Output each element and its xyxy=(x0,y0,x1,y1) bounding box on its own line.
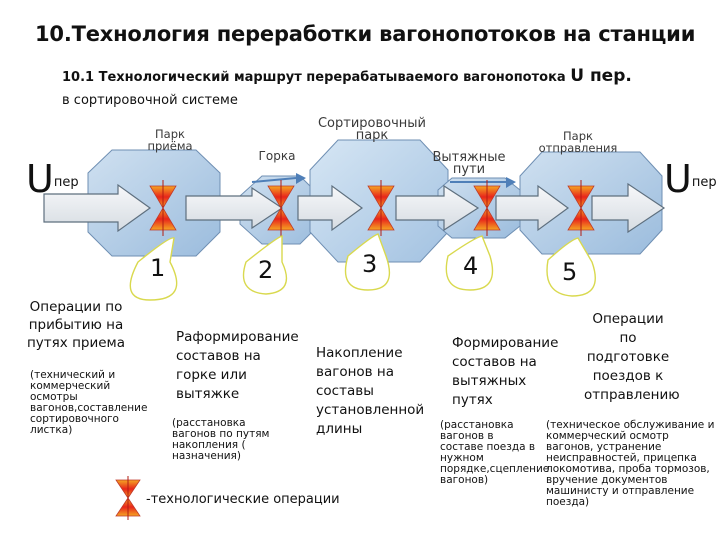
subtitle-text: 10.1 Технологический маршрут перерабатыв… xyxy=(62,70,566,85)
subtitle-line2: в сортировочной системе xyxy=(62,93,238,108)
step-number-5: 5 xyxy=(562,258,578,286)
step-5-note: (техническое обслуживание и коммерческий… xyxy=(546,419,715,508)
label-arrival-park: Парк приёма xyxy=(147,127,193,153)
callout-1 xyxy=(129,237,178,301)
step-4-title: Формирование составов на вытяжных путях xyxy=(452,335,559,408)
flow-start-symbol: U xyxy=(26,157,54,201)
step-number-4: 4 xyxy=(463,252,479,280)
callout-3 xyxy=(344,233,391,291)
legend-operation-marker xyxy=(115,476,141,520)
flow-arrow-6 xyxy=(591,182,666,234)
operation-marker-2 xyxy=(267,180,295,236)
step-number-2: 2 xyxy=(258,256,274,284)
label-pulling-tracks: Вытяжные пути xyxy=(432,150,506,177)
step-2-title: Раформирование составов на горке или выт… xyxy=(176,329,299,402)
flow-arrow-5 xyxy=(495,184,570,232)
label-hump: Горка xyxy=(258,149,296,163)
flow-end-label: Uпер xyxy=(664,160,717,198)
flow-start-sub: пер xyxy=(53,175,79,190)
flow-end-sub: пер xyxy=(691,175,717,190)
hump-top-arrowhead xyxy=(296,173,306,184)
operation-marker-5 xyxy=(567,180,595,236)
subtitle: 10.1 Технологический маршрут перерабатыв… xyxy=(62,66,632,86)
legend-text: -технологические операции xyxy=(146,492,340,507)
step-1-title: Операции по прибытию на путях приема xyxy=(26,299,125,351)
label-sorting-park: Сортировочный парк xyxy=(317,116,427,143)
page-title: 10.Технология переработки вагонопотоков … xyxy=(35,22,696,46)
flow-end-symbol: U xyxy=(664,157,692,201)
flow-arrow-2 xyxy=(185,186,284,230)
hump-top-arrow xyxy=(251,177,297,183)
subtitle-symbol: U пер. xyxy=(570,66,632,86)
flow-arrow-3 xyxy=(297,184,364,232)
step-5-title: Операции по подготовке поездов к отправл… xyxy=(584,311,680,403)
operation-marker-1 xyxy=(149,180,177,236)
step-4-note: (расстановка вагонов в составе поезда в … xyxy=(440,419,550,486)
callout-4 xyxy=(445,235,494,291)
pulling-top-arrowhead xyxy=(506,177,516,188)
flow-arrow-1 xyxy=(43,183,152,233)
callout-5 xyxy=(546,237,596,297)
step-2-note: (расстановка вагонов по путям накопления… xyxy=(172,417,270,462)
callout-2 xyxy=(242,235,288,295)
hex-departure-park xyxy=(519,151,663,255)
flow-start-label: Uпер xyxy=(26,160,79,198)
operation-marker-3 xyxy=(367,180,395,236)
step-number-1: 1 xyxy=(150,254,166,282)
step-number-3: 3 xyxy=(362,250,378,278)
operation-marker-4 xyxy=(473,180,501,236)
step-1-note: (технический и коммерческий осмотры ваго… xyxy=(30,369,148,436)
step-3-title: Накопление вагонов на составы установлен… xyxy=(316,345,425,437)
flow-arrow-4 xyxy=(395,184,480,232)
label-departure-park: Парк отправления xyxy=(538,129,618,155)
